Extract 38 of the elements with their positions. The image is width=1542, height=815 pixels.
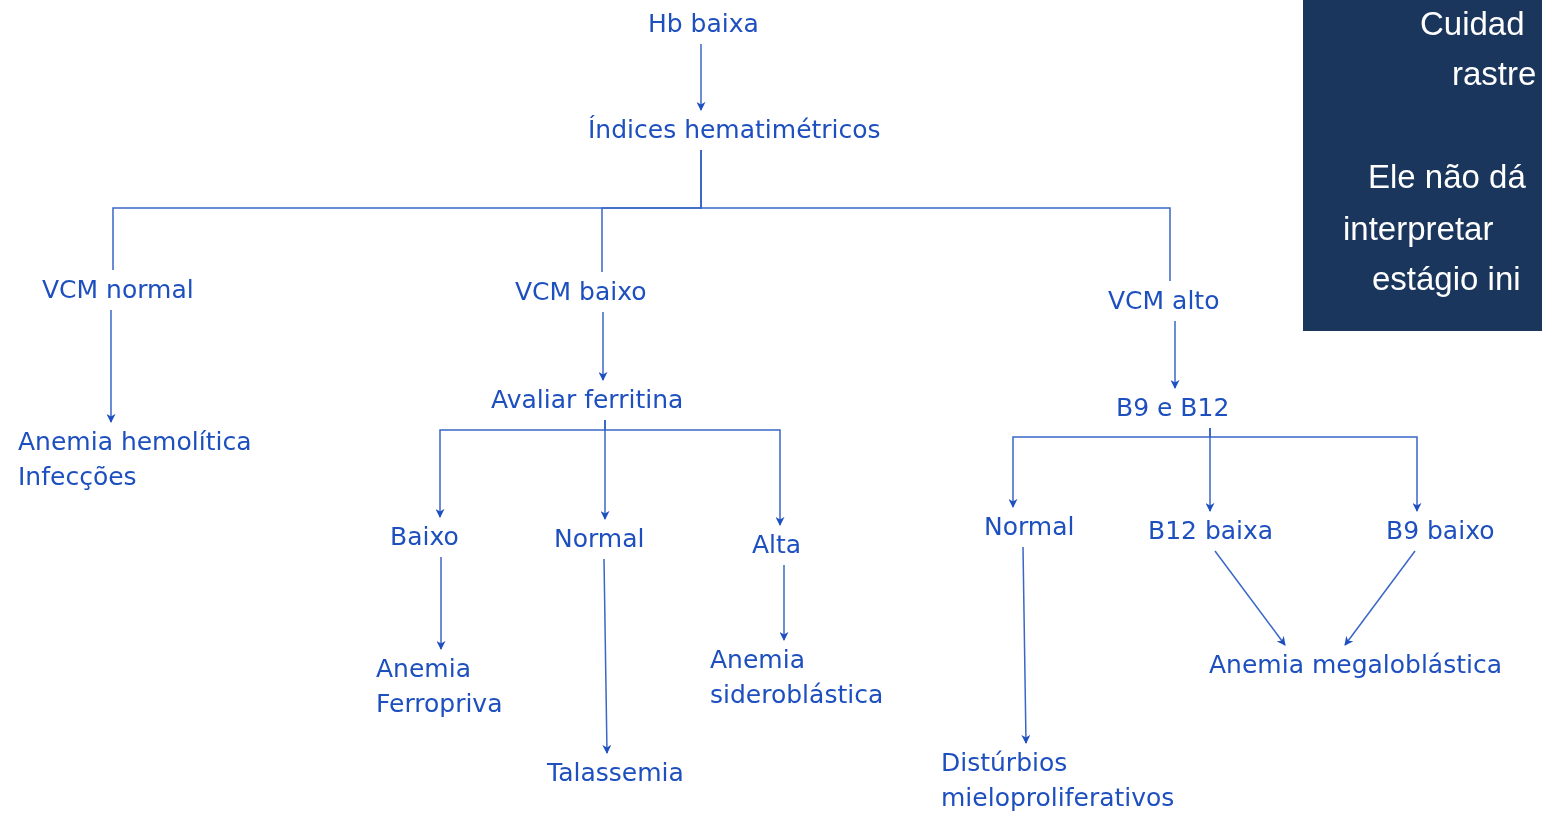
node-label: Distúrbios mieloproliferativos (941, 745, 1231, 815)
node-label: Normal (554, 521, 645, 556)
arrow (1214, 550, 1286, 646)
node-label: Anemia sideroblástica (710, 642, 925, 712)
node-label: B9 e B12 (1116, 390, 1230, 425)
arrow (436, 556, 446, 650)
arrow (1344, 550, 1416, 646)
note-text: estágio ini (1372, 259, 1521, 299)
node-label: Índices hematimétricos (588, 112, 881, 147)
arrow (602, 558, 612, 754)
node-label: VCM normal (42, 272, 194, 307)
arrow (1170, 320, 1180, 389)
node-label: Normal (984, 509, 1075, 544)
note-panel (1303, 0, 1542, 331)
note-text: interpretar (1343, 209, 1494, 249)
node-label: Anemia megaloblástica (1209, 647, 1503, 682)
note-text: rastre (1452, 54, 1537, 94)
node-label: Alta (752, 527, 802, 562)
arrow (779, 564, 789, 641)
arrow (106, 309, 116, 423)
arrow (604, 419, 785, 526)
node-label: B12 baixa (1148, 513, 1274, 548)
arrow (1209, 427, 1422, 512)
note-text: Cuidad (1420, 4, 1525, 44)
node-label: VCM baixo (515, 274, 647, 309)
note-text: Ele não dá (1368, 157, 1526, 197)
arrow (598, 311, 608, 381)
node-label: Anemia hemolítica (18, 426, 252, 458)
node-label: B9 baixo (1386, 513, 1495, 548)
node-label: Avaliar ferritina (491, 382, 684, 417)
node-label: Infecções (18, 461, 138, 493)
arrow (1021, 546, 1031, 744)
arrow (696, 43, 706, 111)
node-label: Hb baixa (648, 6, 759, 41)
node-label: Anemia Ferropriva (376, 651, 546, 721)
node-label: VCM alto (1108, 283, 1220, 318)
node-label: Baixo (390, 519, 459, 554)
node-label: Talassemia (547, 755, 684, 790)
